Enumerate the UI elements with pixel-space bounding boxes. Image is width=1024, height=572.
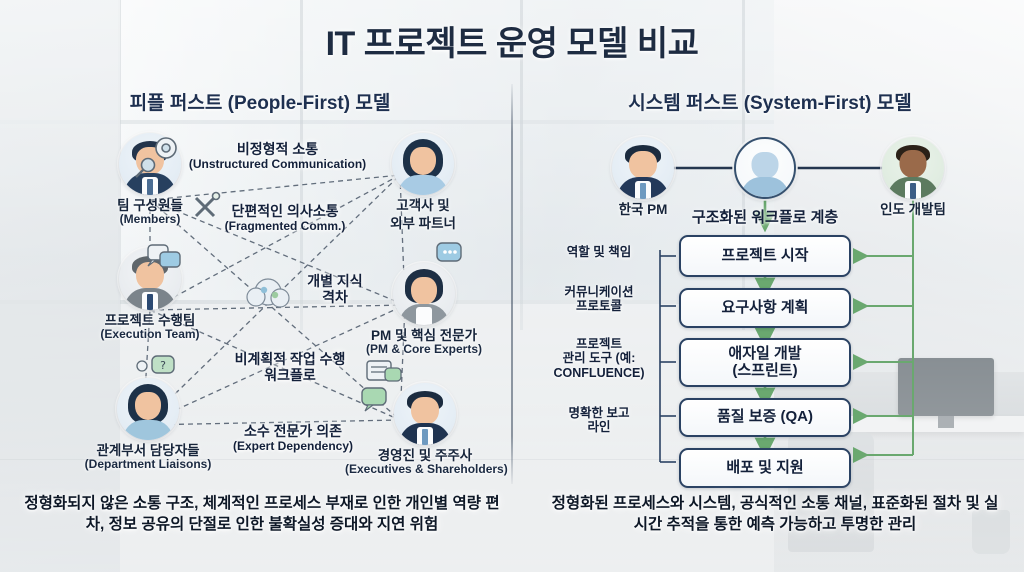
node-clients-partners[interactable]: 고객사 및 외부 파트너 — [363, 133, 483, 231]
node-korea-pm[interactable]: 한국 PM — [581, 137, 705, 217]
annotation-ko: 소수 전문가 의존 — [244, 423, 342, 439]
annotation-ko: 비계획적 작업 수행 — [234, 351, 346, 367]
node-india-dev-team[interactable]: 인도 개발팀 — [858, 137, 968, 217]
node-sublabel: (Members) — [119, 212, 181, 227]
avatar — [392, 133, 454, 195]
node-sublabel: (PM & Core Experts) — [365, 342, 483, 357]
annotation-knowledge-gap: 개별 지식 격차 — [290, 273, 380, 305]
annotation-ko: 비정형적 소통 — [236, 141, 319, 157]
annotation-ko2: 워크플로 — [264, 366, 316, 383]
node-label: 관계부서 담당자들 — [96, 443, 200, 458]
node-label: 팀 구성원들 — [117, 198, 183, 213]
left-summary: 정형화되지 않은 소통 구조, 체계적인 프로세스 부재로 인한 개인별 역량 … — [24, 495, 500, 533]
node-hub[interactable] — [734, 137, 796, 199]
avatar — [119, 248, 181, 310]
avatar — [117, 378, 179, 440]
annotation-ko: 개별 지식 — [307, 273, 363, 289]
node-pm-core-experts[interactable]: PM 및 핵심 전문가 (PM & Core Experts) — [358, 263, 490, 356]
panel-divider — [511, 84, 513, 484]
node-label-line2: 외부 파트너 — [390, 216, 456, 232]
step-quality-assurance[interactable]: 품질 보증 (QA) — [679, 398, 851, 437]
annotation-fragmented-comm: 단편적인 의사소통 (Fragmented Comm.) — [185, 203, 385, 233]
annotation-ko2: 격차 — [322, 288, 348, 305]
avatar — [612, 137, 674, 199]
avatar — [882, 137, 944, 199]
node-executives-shareholders[interactable]: 경영진 및 주주사 (Executives & Shareholders) — [345, 383, 508, 477]
avatar — [394, 383, 456, 445]
side-label-pm-tools: 프로젝트 관리 도구 (예: CONFLUENCE) — [553, 337, 645, 380]
node-sublabel: (Execution Team) — [100, 327, 200, 342]
node-label: 프로젝트 수행팀 — [104, 313, 196, 328]
node-label: PM 및 핵심 전문가 — [370, 328, 478, 343]
left-section-header: 피플 퍼스트 (People-First) 모델 — [129, 93, 391, 114]
annotation-ko: 단편적인 의사소통 — [231, 203, 339, 219]
step-project-start[interactable]: 프로젝트 시작 — [679, 235, 851, 277]
node-department-liaisons[interactable]: 관계부서 담당자들 (Department Liaisons) — [78, 378, 218, 471]
node-sublabel: (Department Liaisons) — [84, 457, 212, 472]
side-label-roles-responsibilities: 역할 및 책임 — [566, 245, 632, 259]
flow-heading: 구조화된 워크플로 계층 — [691, 209, 839, 226]
side-label-communication-protocol: 커뮤니케이션 프로토콜 — [564, 285, 634, 314]
annotation-unplanned-workflow: 비계획적 작업 수행 워크플로 — [195, 351, 385, 383]
step-agile-development[interactable]: 애자일 개발 (스프린트) — [679, 338, 851, 387]
annotation-en: (Unstructured Communication) — [188, 156, 367, 171]
annotation-unstructured-communication: 비정형적 소통 (Unstructured Communication) — [170, 141, 385, 171]
node-label: 한국 PM — [618, 202, 668, 217]
annotation-en: (Expert Dependency) — [232, 438, 354, 453]
node-label: 인도 개발팀 — [880, 202, 946, 217]
page-title: IT 프로젝트 운영 모델 비교 — [325, 25, 699, 63]
node-sublabel: (Executives & Shareholders) — [345, 462, 508, 477]
step-deployment-support[interactable]: 배포 및 지원 — [679, 448, 851, 488]
node-label: 경영진 및 주주사 — [377, 448, 473, 463]
step-requirements-planning[interactable]: 요구사항 계획 — [679, 288, 851, 328]
side-label-clear-reporting-line: 명확한 보고 라인 — [568, 406, 630, 435]
annotation-expert-dependency: 소수 전문가 의존 (Expert Dependency) — [198, 423, 388, 453]
avatar — [734, 137, 796, 199]
node-label-line1: 고객사 및 — [396, 198, 450, 213]
node-execution-team[interactable]: 프로젝트 수행팀 (Execution Team) — [88, 248, 212, 341]
right-summary: 정형화된 프로세스와 시스템, 공식적인 소통 채널, 표준화된 절차 및 실시… — [551, 495, 999, 533]
avatar — [393, 263, 455, 325]
right-section-header: 시스템 퍼스트 (System-First) 모델 — [628, 93, 912, 114]
annotation-en: (Fragmented Comm.) — [224, 218, 346, 233]
